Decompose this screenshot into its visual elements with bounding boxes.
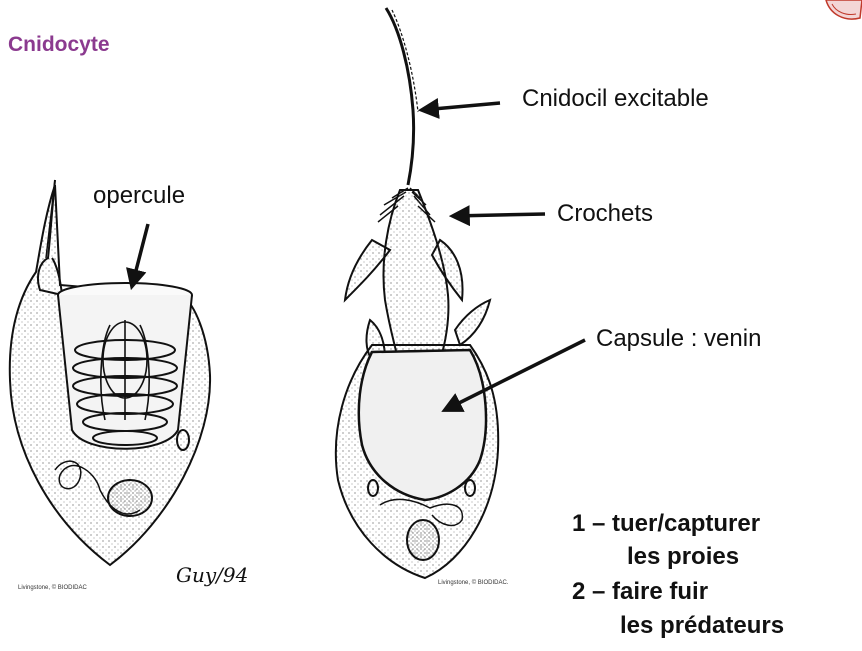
credit-right: Livingstone, © BIODIDAC.	[438, 580, 509, 586]
role-1-line-2: les proies	[627, 543, 740, 570]
crochets-label: Crochets	[557, 200, 654, 227]
cnidocil-label: Cnidocil excitable	[522, 85, 709, 112]
crochets-arrow	[448, 205, 546, 227]
label-arrows	[126, 98, 586, 412]
cnidocil-arrow	[417, 98, 501, 119]
artist-signature: Guy/94	[176, 563, 249, 587]
opercule-arrow	[126, 223, 150, 291]
opercule-label: opercule	[93, 182, 186, 209]
discharged-cnidocyte	[334, 7, 500, 580]
corner-badge-icon	[825, 0, 862, 20]
undischarged-cnidocyte	[8, 179, 212, 567]
capsule-label: Capsule : venin	[596, 325, 762, 352]
role-2-line-1: 2 – faire fuir	[572, 578, 709, 605]
capsule-arrow	[441, 338, 586, 412]
role-2-line-2: les prédateurs	[620, 612, 785, 639]
role-1-line-1: 1 – tuer/capturer	[572, 510, 761, 537]
page-title: Cnidocyte	[8, 33, 110, 56]
credit-left: Livingstone, © BIODIDAC	[18, 585, 87, 591]
